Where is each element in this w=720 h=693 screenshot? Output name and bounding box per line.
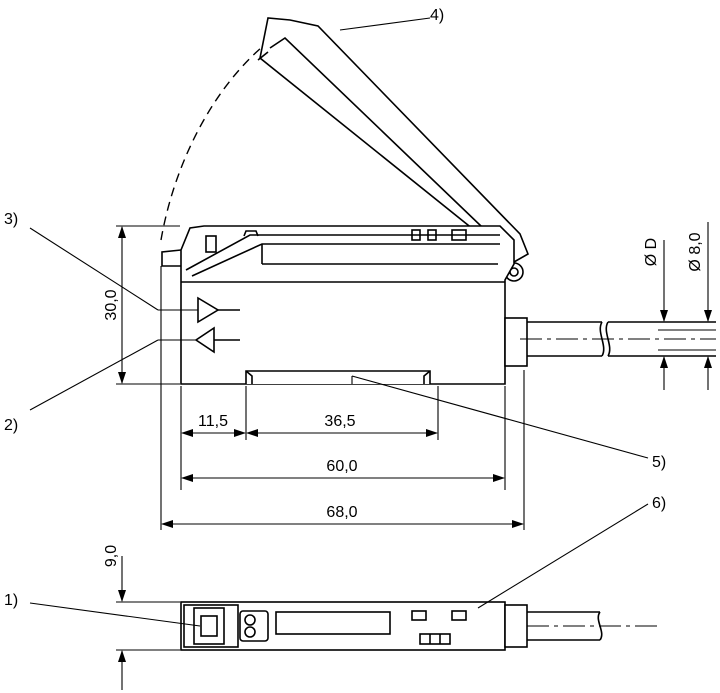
callout-2: 2) [4,417,18,434]
dim-width-60: 60,0 [326,458,357,475]
side-view [158,17,716,385]
callout-5: 5) [652,454,666,471]
dim-cable-8: Ø 8,0 [687,232,704,271]
optical-ports [158,296,240,354]
callout-3: 3) [4,211,18,228]
callout-leaders [29,17,649,627]
callout-1: 1) [4,592,18,609]
callout-6: 6) [652,495,666,512]
dim-height-30: 30,0 [103,289,120,320]
dim-depth-9: 9,0 [103,545,120,567]
dim-cable-d: Ø D [643,238,660,266]
dim-width-11-5: 11,5 [198,413,228,430]
housing-body [161,225,515,385]
cover-swing-arc [160,41,269,241]
dim-width-68: 68,0 [326,504,357,521]
top-view [116,556,660,690]
labels: 1) 2) 3) 4) 5) 6) 30,0 11,5 36,5 60,0 68… [4,7,704,609]
dimension-lines [116,222,716,530]
callout-4: 4) [430,7,444,24]
dim-width-36-5: 36,5 [324,413,355,430]
cable [504,317,716,367]
